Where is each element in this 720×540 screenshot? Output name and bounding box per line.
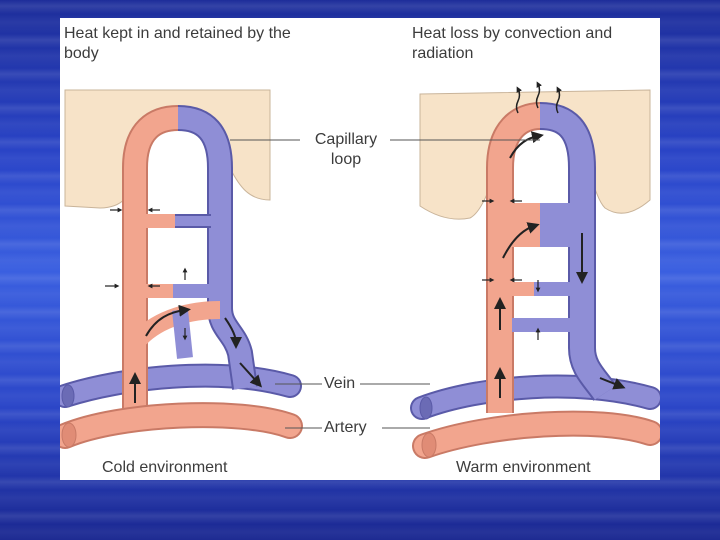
diagram-panel: Heat kept in and retained by the body He…	[60, 18, 660, 480]
capillary-loop-label: Capillary loop	[314, 131, 378, 168]
right-title: Heat loss by convection and radiation	[412, 25, 613, 62]
heat-wave-2	[535, 81, 543, 109]
left-title: Heat kept in and retained by the body	[64, 25, 291, 62]
vein-label: Vein	[324, 375, 356, 392]
cold-environment-caption: Cold environment	[102, 459, 228, 476]
diagram-svg	[60, 81, 660, 459]
cold-diagram	[60, 89, 303, 449]
warm-environment-caption: Warm environment	[456, 459, 591, 476]
heat-wave-3	[555, 86, 563, 114]
artery-label: Artery	[324, 419, 367, 436]
heat-wave-1	[515, 86, 523, 114]
warm-diagram	[410, 81, 660, 459]
